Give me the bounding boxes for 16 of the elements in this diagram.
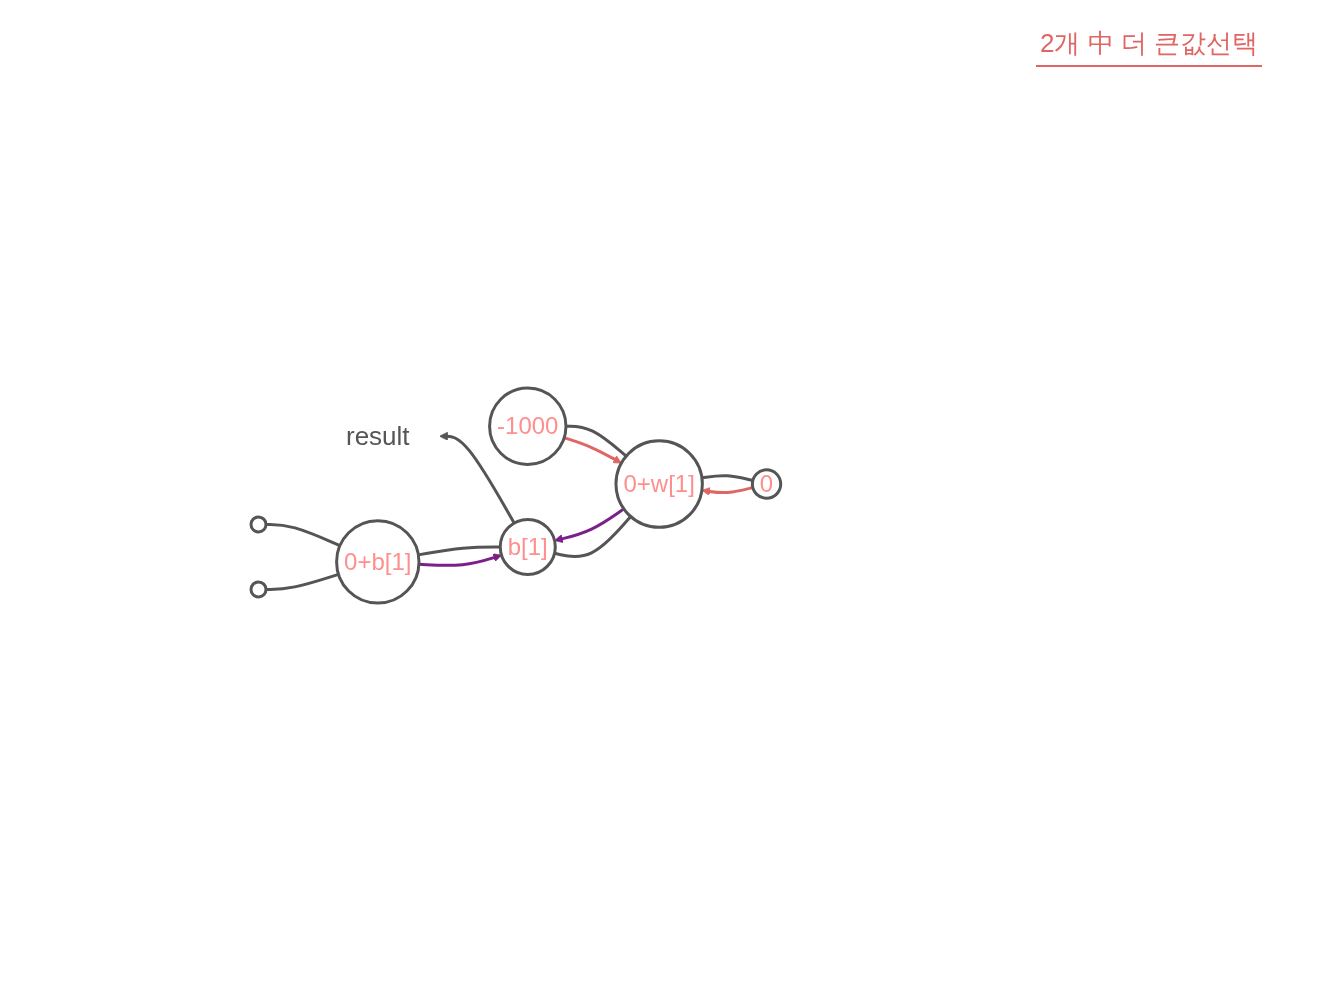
arrow [439,432,516,525]
connector [266,523,341,548]
connector [566,425,628,458]
node-circle: b[1] [498,518,557,577]
node-circle [249,580,268,599]
node-circle: 0 [751,468,783,501]
node-circle: -1000 [488,386,568,467]
node-circle: 0+w[1] [614,439,704,530]
node-circle [249,515,268,534]
node-circle: 0+b[1] [335,519,421,606]
connector [418,545,501,557]
connector [701,474,754,483]
arrow [554,508,625,544]
connector [554,516,632,559]
handwritten-note: 2개 中 더 큰값선택 [1036,22,1263,67]
node-text: result [346,421,410,452]
